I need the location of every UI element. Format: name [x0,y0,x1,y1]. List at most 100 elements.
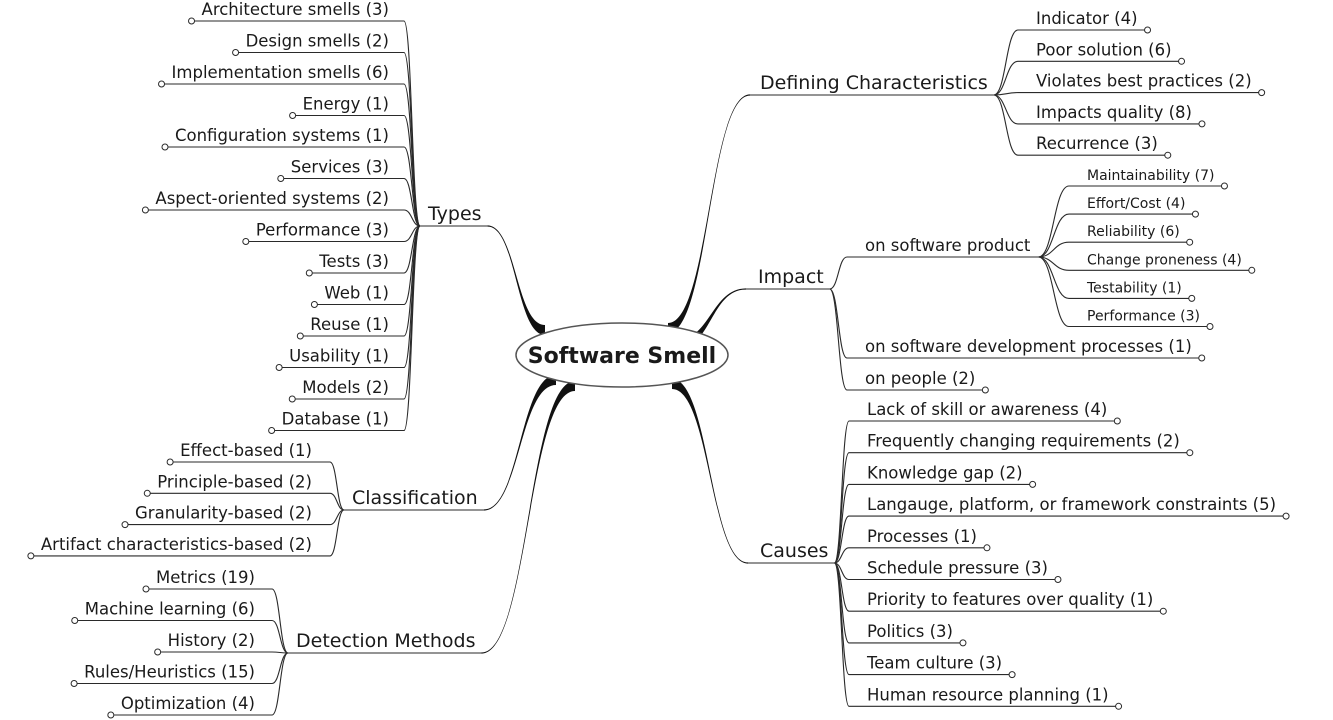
types-item-endpoint [161,143,169,151]
classification-item[interactable]: Effect-based (1) [180,441,312,460]
detection-item[interactable]: Metrics (19) [156,568,255,587]
types-branch-label[interactable]: Types [427,203,482,225]
impact-product-item-endpoint [1248,266,1256,274]
causes-item-connector [833,562,850,676]
impact-product-item-endpoint [1186,238,1194,246]
impact-product-connector [829,256,848,290]
causes-item[interactable]: Priority to features over quality (1) [867,590,1153,609]
causes-item[interactable]: Human resource planning (1) [867,685,1109,704]
causes-item[interactable]: Knowledge gap (2) [867,463,1023,482]
types-item[interactable]: Database (1) [282,410,389,429]
defining-branch-label[interactable]: Defining Characteristics [760,72,988,94]
root-node[interactable]: Software Smell [515,322,729,388]
detection-branch-stem [481,381,575,654]
classification-item-connector [329,492,345,511]
detection-item[interactable]: Optimization (4) [121,694,255,713]
impact-product-item-endpoint [1188,294,1196,302]
types-item-endpoint [242,238,250,245]
detection-item[interactable]: History (2) [168,631,255,650]
causes-branch-label[interactable]: Causes [760,540,828,562]
types-item-endpoint [288,395,296,403]
defining-item-endpoint [1178,57,1186,65]
types-item[interactable]: Reuse (1) [310,315,389,334]
classification-item-endpoint [27,552,35,560]
types-item[interactable]: Tests (3) [318,252,389,271]
defining-item[interactable]: Impacts quality (8) [1036,103,1192,122]
types-item[interactable]: Configuration systems (1) [175,126,389,145]
impact-branch-label[interactable]: Impact [758,266,824,288]
types-item-connector [403,209,421,227]
detection-item[interactable]: Rules/Heuristics (15) [84,663,255,682]
types-item-endpoint [141,206,149,214]
impact-product-item[interactable]: Performance (3) [1087,309,1200,325]
types-item-endpoint [275,364,283,371]
impact-product-item[interactable]: Effort/Cost (4) [1087,196,1185,212]
impact-product-item[interactable]: Maintainability (7) [1087,168,1214,184]
defining-item[interactable]: Violates best practices (2) [1036,72,1252,91]
types-item[interactable]: Models (2) [302,378,389,397]
causes-item[interactable]: Processes (1) [867,527,977,546]
defining-item-endpoint [1258,89,1266,97]
defining-item[interactable]: Indicator (4) [1036,9,1138,28]
causes-item-endpoint [1186,449,1194,457]
causes-item-endpoint [1054,576,1062,583]
causes-item-endpoint [1159,607,1167,615]
types-item-endpoint [305,269,313,277]
types-item[interactable]: Web (1) [324,284,389,303]
defining-item[interactable]: Poor solution (6) [1036,40,1172,59]
impact-product-item[interactable]: Reliability (6) [1087,224,1180,240]
causes-item[interactable]: Schedule pressure (3) [867,559,1048,578]
impact-product-item[interactable]: Testability (1) [1086,280,1182,296]
detection-item-connector [271,652,289,685]
detection-item-endpoint [70,680,78,687]
types-item[interactable]: Services (3) [291,158,389,177]
types-item-endpoint [277,175,285,182]
types-item[interactable]: Performance (3) [256,221,389,240]
causes-item-connector [833,562,850,707]
impact-product-item[interactable]: Change proneness (4) [1087,252,1242,268]
classification-item[interactable]: Principle-based (2) [157,472,312,491]
types-item-endpoint [296,332,304,340]
classification-item-endpoint [143,489,151,497]
causes-item[interactable]: Politics (3) [867,622,953,641]
classification-item-endpoint [121,521,129,529]
types-item[interactable]: Energy (1) [303,95,389,114]
types-item-connector [403,225,421,432]
causes-item[interactable]: Lack of skill or awareness (4) [867,400,1107,419]
types-item[interactable]: Implementation smells (6) [172,63,389,82]
detection-item-endpoint [107,711,115,719]
causes-item-endpoint [1282,512,1290,520]
defining-branch-stem [668,94,750,334]
detection-item-connector [271,652,289,716]
detection-item-connector [271,619,289,654]
detection-item-endpoint [154,648,162,656]
causes-item[interactable]: Team culture (3) [866,654,1002,673]
causes-item[interactable]: Frequently changing requirements (2) [867,432,1180,451]
causes-item-endpoint [1113,417,1121,425]
classification-item[interactable]: Artifact characteristics-based (2) [41,535,312,554]
classification-item-connector [329,509,345,557]
impact-product-label[interactable]: on software product [865,236,1031,255]
types-item[interactable]: Design smells (2) [246,32,389,51]
types-item[interactable]: Usability (1) [289,347,389,366]
causes-item-connector [834,547,850,564]
causes-item[interactable]: Langauge, platform, or framework constra… [867,495,1276,514]
detection-item-endpoint [71,617,79,624]
classification-branch-label[interactable]: Classification [352,487,478,509]
impact-people-label[interactable]: on people (2) [865,369,975,388]
impact-product-item-connector [1038,241,1070,258]
impact-processes-endpoint [1198,354,1206,362]
types-item[interactable]: Architecture smells (3) [202,0,389,19]
detection-branch-label[interactable]: Detection Methods [296,630,476,652]
detection-item[interactable]: Machine learning (6) [85,600,255,619]
root-node-label: Software Smell [528,344,716,369]
types-item[interactable]: Aspect-oriented systems (2) [155,189,389,208]
impact-processes-label[interactable]: on software development processes (1) [865,337,1192,356]
defining-item[interactable]: Recurrence (3) [1036,134,1158,153]
causes-branch-stem [672,379,748,564]
classification-item[interactable]: Granularity-based (2) [135,504,312,523]
impact-product-item-connector [1038,256,1070,328]
impact-people-endpoint [981,386,989,394]
classification-branch-stem [483,375,556,511]
